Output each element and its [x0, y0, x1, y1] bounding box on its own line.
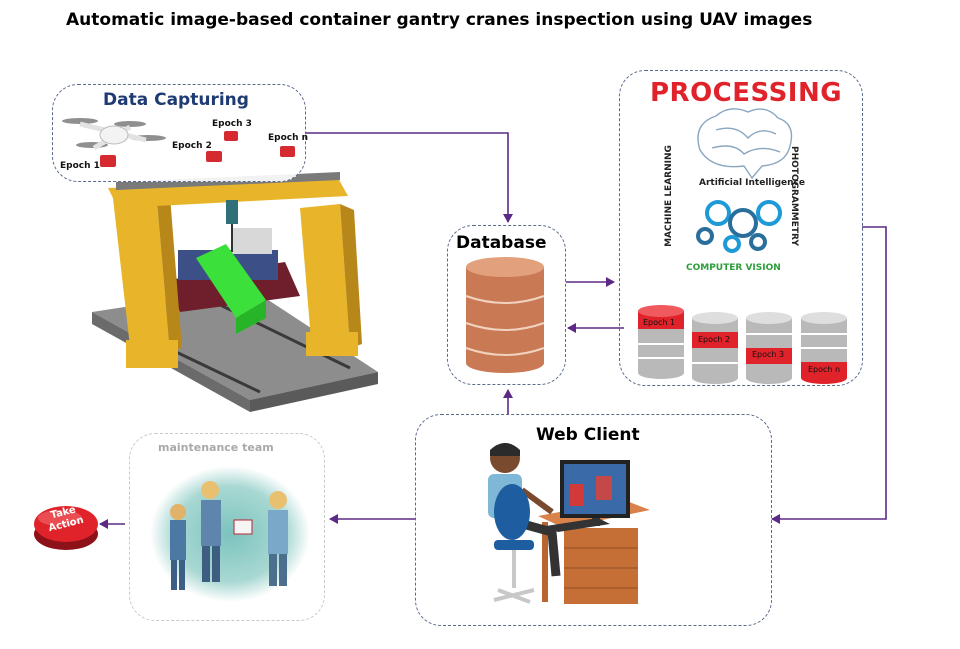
drone-icon — [62, 118, 166, 151]
epoch-cylinder-label: Epoch n — [808, 365, 841, 374]
arrow-capture-to-database — [306, 132, 513, 223]
epoch-label: Epoch 2 — [172, 141, 212, 151]
worker-icon — [201, 481, 221, 582]
database-box — [447, 225, 566, 385]
camera-icon — [280, 146, 295, 157]
epoch-label: Epoch 1 — [60, 161, 100, 171]
processing-label: PROCESSING — [650, 78, 843, 108]
cv-label: COMPUTER VISION — [686, 263, 781, 273]
camera-icon — [224, 131, 238, 141]
epoch-cylinder-label: Epoch 1 — [643, 318, 676, 327]
diagram-title: Automatic image-based container gantry c… — [66, 10, 813, 30]
ai-label: Artificial Intelligence — [699, 178, 805, 188]
data-capturing-box — [52, 84, 306, 182]
web-client-label: Web Client — [536, 425, 640, 445]
worker-icon — [170, 504, 186, 590]
brain-icon — [697, 108, 793, 180]
chair-icon — [493, 484, 535, 604]
processing-box — [619, 70, 863, 386]
monitor-icon — [560, 460, 630, 526]
epoch-cylinder-n — [801, 312, 847, 384]
worker-icon — [268, 491, 288, 586]
camera-icon — [100, 155, 116, 167]
camera-icon — [206, 151, 222, 162]
maintenance-team-label: maintenance team — [158, 441, 274, 454]
epoch-cylinder-1 — [638, 305, 684, 379]
epoch-cylinder-3 — [746, 312, 792, 384]
epoch-label: Epoch n — [268, 133, 309, 143]
web-client-box — [415, 414, 772, 626]
epoch-cylinder-label: Epoch 3 — [752, 350, 785, 359]
epoch-cylinder-2 — [692, 312, 738, 384]
epoch-label: Epoch 3 — [212, 119, 252, 129]
database-label: Database — [456, 233, 547, 253]
maintenance-team-box — [129, 433, 325, 621]
epoch-cylinder-label: Epoch 2 — [698, 335, 731, 344]
gears-icon — [696, 200, 782, 253]
arrow-processing-to-webclient — [771, 226, 887, 524]
data-capturing-label: Data Capturing — [103, 90, 249, 110]
